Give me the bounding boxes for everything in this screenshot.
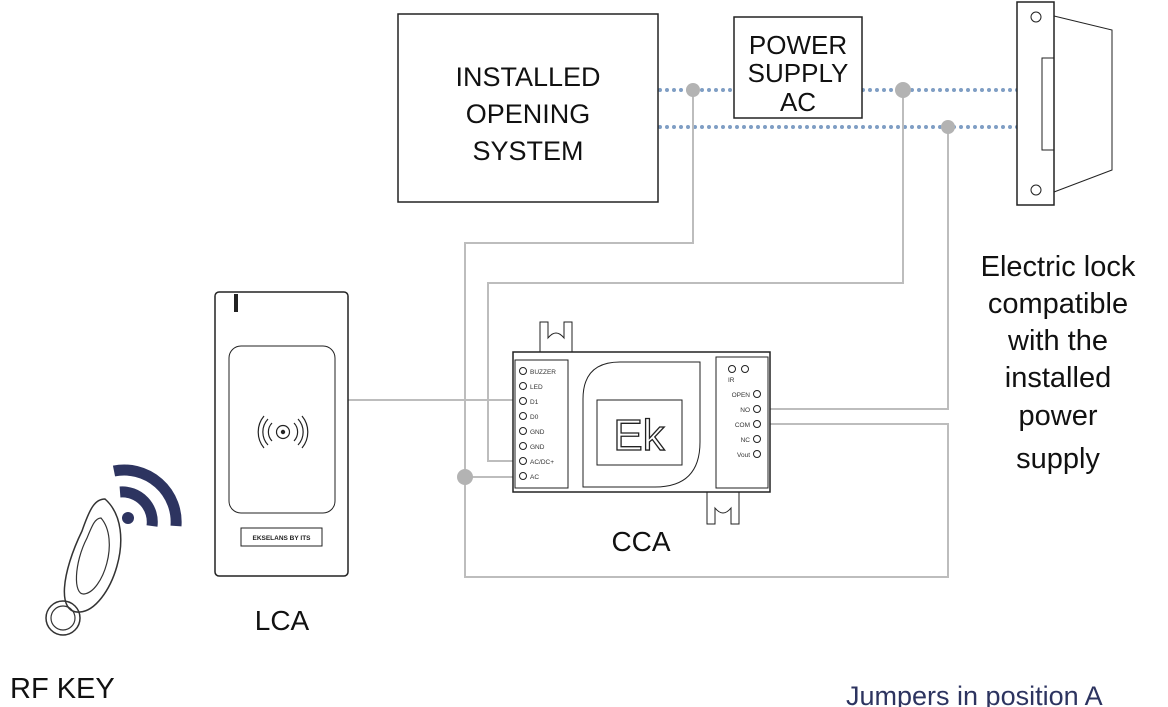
cca-pin-ac: AC (530, 474, 539, 481)
terminal-dot (519, 412, 527, 420)
cca-mount-tab-top (539, 321, 573, 352)
cca-pin-no: NO (740, 407, 750, 414)
electric-lock-caption-line-3: with the (1007, 325, 1108, 357)
cca-pin-led: LED (530, 384, 543, 391)
cca-pin-com: COM (735, 422, 750, 429)
installed-opening-system-box: INSTALLED OPENING SYSTEM (397, 13, 659, 203)
terminal-dot (519, 367, 527, 375)
wire-lock-to-com (770, 127, 949, 410)
lca-reader: EKSELANS BY ITS (214, 291, 349, 577)
power-supply-line-1: POWER (749, 30, 847, 60)
terminal-dot (753, 450, 761, 458)
cca-ek-logo: Ek (613, 411, 665, 460)
electric-lock-caption-line-1: Electric lock (981, 251, 1136, 283)
junction-dot (686, 83, 700, 97)
cca-pin-d0: D0 (530, 414, 539, 421)
cca-pin-buzzer: BUZZER (530, 369, 556, 376)
cca-controller: Ek BUZZER LED D1 D0 GND GND AC/DC+ AC IR… (512, 321, 771, 525)
rf-key-icon (45, 498, 122, 636)
power-supply-line-3: AC (780, 87, 816, 117)
cca-ir-label: IR (728, 377, 735, 384)
lca-label: LCA (255, 605, 310, 636)
terminal-dot (753, 390, 761, 398)
terminal-dot (519, 442, 527, 450)
installed-opening-system-line-2: OPENING (466, 99, 591, 129)
cca-pin-acdc: AC/DC+ (530, 459, 554, 466)
terminal-dot (519, 397, 527, 405)
installed-opening-system-line-1: INSTALLED (455, 62, 600, 92)
jumpers-caption: Jumpers in position A (846, 681, 1103, 707)
contactless-icon (257, 415, 309, 449)
power-supply-box: POWER SUPPLY AC (733, 16, 863, 119)
electric-lock-caption-line-5: power (1019, 400, 1098, 432)
cca-mount-tab-bottom (706, 492, 740, 525)
ir-led-dot (741, 365, 749, 373)
terminal-dot (753, 435, 761, 443)
cca-pin-gnd-1: GND (530, 429, 545, 436)
cca-pin-open: OPEN (732, 392, 751, 399)
cca-pin-gnd-2: GND (530, 444, 545, 451)
junction-dot (895, 82, 911, 98)
installed-opening-system-line-3: SYSTEM (472, 136, 583, 166)
wire-system-to-ac (464, 90, 694, 477)
wire-ac-loop-to-nc (464, 423, 949, 578)
rf-key-label: RF KEY (10, 673, 115, 705)
wireless-signal-icon (112, 464, 182, 527)
junction-dot (941, 120, 955, 134)
cca-label: CCA (611, 526, 670, 557)
power-supply-line-2: SUPPLY (748, 58, 849, 88)
cca-pin-vout: Vout (737, 452, 750, 459)
cca-pin-nc: NC (741, 437, 751, 444)
ir-led-dot (728, 365, 736, 373)
electric-lock-caption-line-6: supply (1016, 443, 1100, 475)
cca-pin-d1: D1 (530, 399, 539, 406)
electric-lock-caption-line-2: compatible (988, 288, 1128, 320)
terminal-dot (519, 427, 527, 435)
cca-logo-panel (582, 361, 701, 488)
lca-brand-label: EKSELANS BY ITS (252, 535, 311, 542)
electric-lock-caption-line-4: installed (1005, 362, 1111, 394)
terminal-dot (753, 405, 761, 413)
electric-lock-icon (1016, 1, 1113, 206)
terminal-dot (519, 382, 527, 390)
terminal-dot (519, 472, 527, 480)
terminal-dot (753, 420, 761, 428)
junction-dot (457, 469, 473, 485)
terminal-dot (519, 457, 527, 465)
wire-supply-to-acdc (487, 90, 904, 462)
